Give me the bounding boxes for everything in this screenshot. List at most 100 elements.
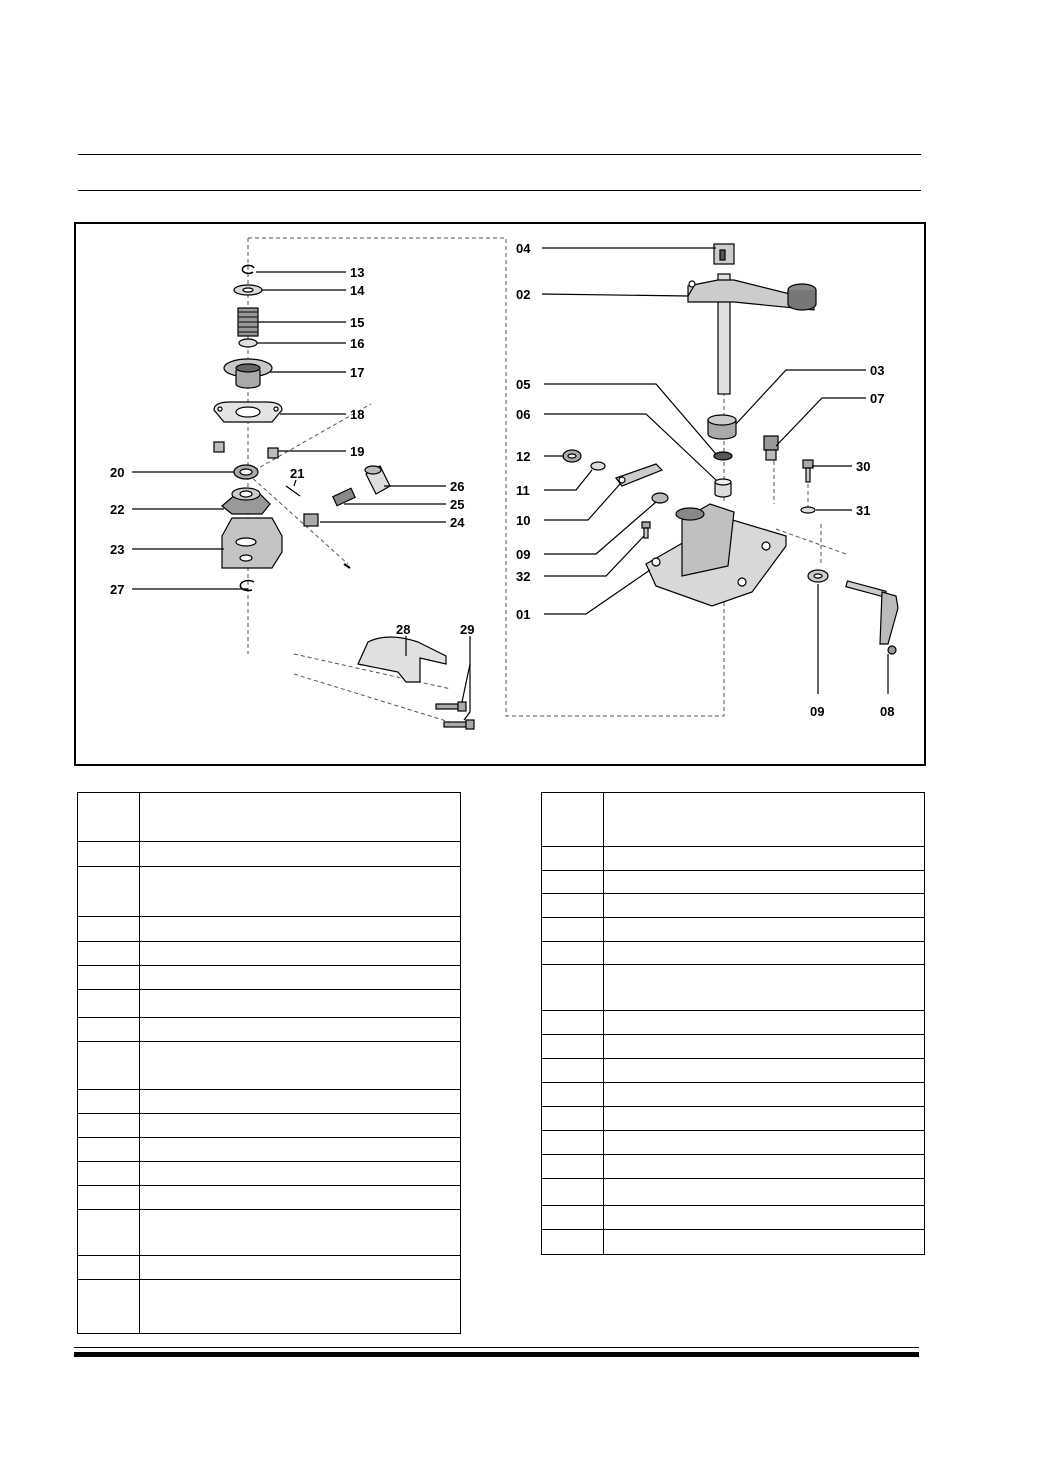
- callout-30: 30: [856, 459, 870, 474]
- callout-21: 21: [290, 466, 304, 481]
- table-header-row: [541, 792, 925, 847]
- callout-15: 15: [350, 315, 364, 330]
- callout-10: 10: [516, 513, 530, 528]
- part-19-bolts: [213, 441, 279, 459]
- table-row: [77, 1089, 461, 1114]
- header-rule-top: [78, 154, 921, 155]
- callout-labels: 13 14 15 16 17 18 19 20 21 22 23 24 25 2…: [110, 241, 894, 719]
- part-pin-lower: [343, 563, 351, 569]
- table-row: [77, 1161, 461, 1186]
- callout-01: 01: [516, 607, 530, 622]
- callout-31: 31: [856, 503, 870, 518]
- part-08-external-lever: [845, 580, 899, 655]
- part-23-bracket: [221, 517, 283, 569]
- part-12-seal: [562, 449, 582, 463]
- table-row: [541, 1154, 925, 1179]
- callout-03: 03: [870, 363, 884, 378]
- part-11-washer: [590, 461, 606, 471]
- exploded-parts-diagram: 13 14 15 16 17 18 19 20 21 22 23 24 25 2…: [74, 222, 926, 766]
- callout-20: 20: [110, 465, 124, 480]
- callout-05: 05: [516, 377, 530, 392]
- part-31-washer: [800, 506, 816, 514]
- table-header-row: [77, 792, 461, 842]
- part-06-bush: [714, 478, 732, 498]
- table-row: [77, 965, 461, 990]
- table-row: [77, 1279, 461, 1334]
- part-05-seal: [713, 451, 733, 461]
- part-01-housing: [645, 503, 787, 607]
- part-14-washer: [233, 284, 263, 296]
- callout-17: 17: [350, 365, 364, 380]
- callout-29: 29: [460, 622, 474, 637]
- table-row: [541, 941, 925, 965]
- table-row: [541, 1106, 925, 1131]
- callout-06: 06: [516, 407, 530, 422]
- table-row: [541, 964, 925, 1011]
- callout-32: 32: [516, 569, 530, 584]
- table-row: [541, 1010, 925, 1035]
- table-row: [541, 1178, 925, 1206]
- part-10-lever: [615, 463, 664, 487]
- callout-28: 28: [396, 622, 410, 637]
- diagram-drawing: 13 14 15 16 17 18 19 20 21 22 23 24 25 2…: [110, 237, 899, 730]
- callout-18: 18: [350, 407, 364, 422]
- callout-13: 13: [350, 265, 364, 280]
- part-28-cover: [357, 636, 447, 683]
- part-25-spring: [332, 487, 356, 507]
- part-24-plunger: [303, 513, 319, 527]
- table-row: [77, 866, 461, 917]
- part-20-bearing: [233, 464, 259, 480]
- table-row: [77, 941, 461, 966]
- callout-14: 14: [350, 283, 365, 298]
- part-09-bush-lower: [807, 569, 829, 583]
- table-row: [541, 1205, 925, 1230]
- header-rule-bottom: [78, 190, 921, 191]
- callout-22: 22: [110, 502, 124, 517]
- callout-09-lower: 09: [810, 704, 824, 719]
- table-row: [541, 917, 925, 942]
- part-26-cap: [364, 465, 391, 495]
- table-row: [77, 916, 461, 942]
- table-row: [541, 893, 925, 918]
- part-30-bolt: [802, 459, 814, 483]
- callout-09-upper: 09: [516, 547, 530, 562]
- table-row: [77, 1017, 461, 1042]
- table-row: [541, 846, 925, 871]
- callout-26: 26: [450, 479, 464, 494]
- part-29-bolts: [435, 701, 475, 730]
- part-07-switch: [763, 435, 779, 461]
- table-row: [541, 1229, 925, 1255]
- part-15-spring: [237, 307, 259, 337]
- table-row: [541, 1130, 925, 1155]
- part-21-pin: [285, 485, 301, 497]
- table-row: [77, 989, 461, 1018]
- assembly-guide-lines: [247, 237, 847, 725]
- table-row: [541, 1034, 925, 1059]
- table-row: [541, 870, 925, 894]
- callout-16: 16: [350, 336, 364, 351]
- parts-table-right: [541, 792, 925, 1255]
- callout-leader-lines: [132, 247, 889, 721]
- part-18-gasket: [213, 401, 283, 423]
- part-17-bushing: [223, 358, 273, 389]
- table-row: [77, 1113, 461, 1138]
- callout-07: 07: [870, 391, 884, 406]
- part-03-nut: [707, 414, 737, 440]
- part-09-bush-upper: [651, 492, 669, 504]
- table-row: [77, 1255, 461, 1280]
- callout-02: 02: [516, 287, 530, 302]
- callout-23: 23: [110, 542, 124, 557]
- callout-25: 25: [450, 497, 464, 512]
- callout-08: 08: [880, 704, 894, 719]
- footer-rule-thin: [74, 1347, 919, 1348]
- parts-table-left: [77, 792, 461, 1334]
- part-13-circlip: [241, 264, 255, 275]
- table-row: [541, 1058, 925, 1083]
- callout-24: 24: [450, 515, 465, 530]
- table-row: [77, 1137, 461, 1162]
- table-row: [77, 1209, 461, 1256]
- callout-27: 27: [110, 582, 124, 597]
- callout-11: 11: [516, 483, 530, 498]
- part-04-sleeve: [713, 243, 735, 265]
- table-row: [77, 1041, 461, 1090]
